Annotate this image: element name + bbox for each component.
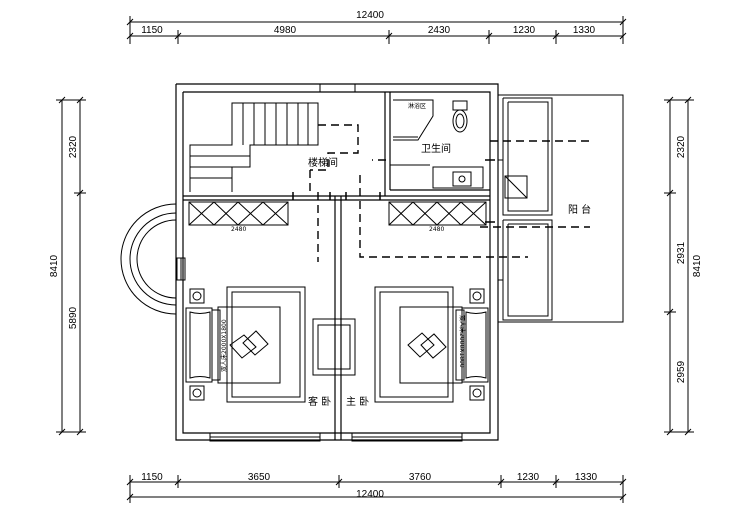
balcony-label: 阳 台 [568,203,591,216]
wardrobe-right [388,201,487,226]
guest-bed [185,286,356,403]
balcony [497,94,624,323]
stair-room-label: 楼梯间 [308,156,338,169]
right-dim-3: 2959 [676,360,687,383]
door-markers [292,159,495,223]
right-dim-1: 2320 [676,135,687,158]
top-dim-3: 2430 [428,25,451,36]
master-bed-label: 双人床2000X1800 [458,315,466,368]
left-dim-1: 2320 [68,135,79,158]
top-dimension-chain [126,16,627,44]
left-dimension-chain [56,96,86,436]
right-total-dim: 8410 [692,254,703,277]
bathroom-fixtures [390,99,484,189]
wardrobe-left [188,201,289,226]
top-dim-4: 1230 [513,25,536,36]
top-dim-1: 1150 [141,25,163,36]
bottom-windows [209,432,463,442]
top-total-dim: 12400 [356,10,384,21]
bottom-dim-1: 1150 [141,472,163,483]
bottom-dim-2: 3650 [248,472,271,483]
top-window [319,83,356,93]
wardrobe-left-dim: 2480 [231,226,246,233]
bottom-dim-5: 1330 [575,472,598,483]
bottom-dim-4: 1230 [517,472,540,483]
exterior-walls [175,83,499,441]
guest-bed-label: 双人床2000X1800 [220,319,228,372]
master-bedroom-label: 主 卧 [346,395,369,408]
guest-bedroom-label: 客 卧 [308,395,331,408]
left-total-dim: 8410 [49,254,60,277]
bottom-total-dim: 12400 [356,489,384,500]
shower-label: 淋浴区 [408,102,426,110]
top-dim-2: 4980 [274,25,297,36]
bottom-dimension-chain [126,475,627,503]
bay-window [120,203,186,315]
right-dimension-chain [664,96,694,436]
staircase [189,102,319,192]
left-dim-2: 5890 [68,306,79,329]
master-bed [374,286,489,403]
bathroom-room-label: 卫生间 [421,142,451,155]
wardrobe-right-dim: 2480 [429,226,444,233]
right-dim-2: 2931 [676,241,687,264]
bottom-dim-3: 3760 [409,472,432,483]
top-dim-5: 1330 [573,25,596,36]
